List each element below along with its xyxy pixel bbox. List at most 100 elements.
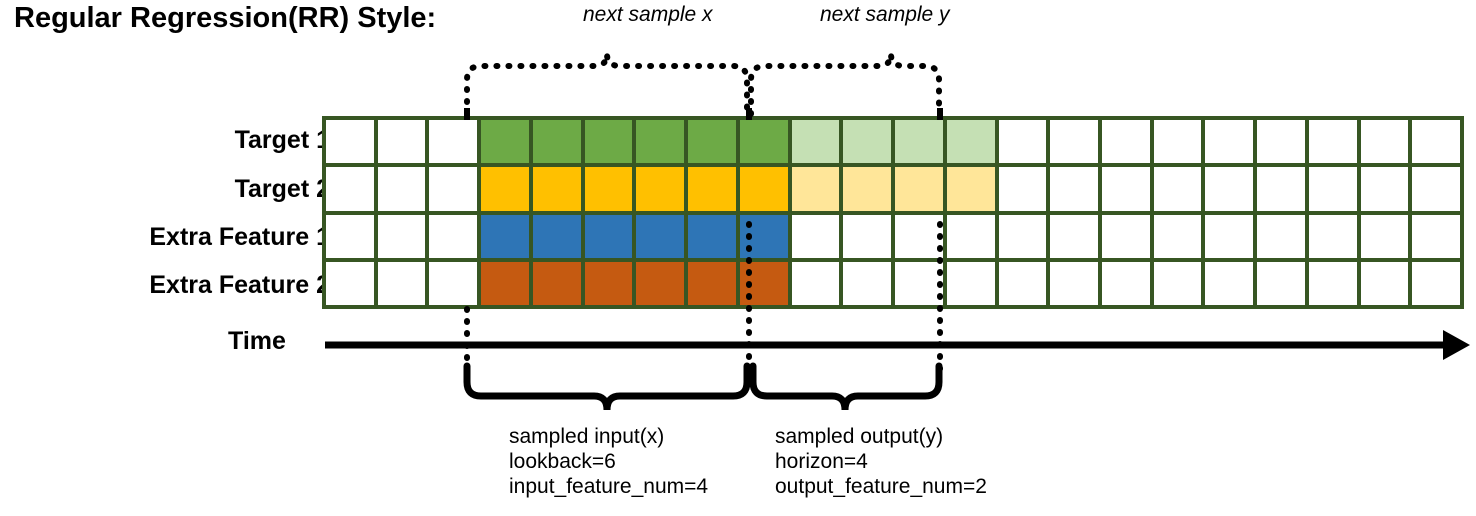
grid-cell xyxy=(843,120,892,164)
grid-cell xyxy=(1050,120,1099,164)
top-brace-x xyxy=(464,53,750,117)
next-sample-x-label: next sample x xyxy=(583,3,713,26)
grid-cell xyxy=(377,214,426,258)
grid-cell xyxy=(377,167,426,211)
grid-cell xyxy=(429,261,478,305)
grid-cell xyxy=(532,214,581,258)
grid-cell xyxy=(1102,214,1150,258)
grid-cell xyxy=(1308,120,1357,164)
grid-cell xyxy=(1153,120,1202,164)
row-label-target-1: Target 1 xyxy=(234,126,330,154)
grid-cell xyxy=(1412,214,1461,258)
grid-cell xyxy=(1153,214,1202,258)
grid-cell xyxy=(377,261,426,305)
grid-cell xyxy=(481,214,529,258)
grid-cell xyxy=(895,120,943,164)
grid-cell xyxy=(481,261,529,305)
grid-cell xyxy=(1257,261,1305,305)
grid-cell xyxy=(584,261,633,305)
sampled-input-caption: sampled input(x) lookback=6 input_featur… xyxy=(509,424,708,499)
row-label-extra-feature-1: Extra Feature 1 xyxy=(149,223,330,251)
grid-cell xyxy=(429,120,478,164)
grid-cell xyxy=(998,120,1047,164)
grid-row xyxy=(326,167,1461,211)
grid-cell xyxy=(1360,167,1409,211)
grid-cell xyxy=(1308,167,1357,211)
grid-cell xyxy=(532,120,581,164)
grid-cell xyxy=(377,120,426,164)
sampled-output-caption: sampled output(y) horizon=4 output_featu… xyxy=(775,424,987,499)
grid-cell xyxy=(584,214,633,258)
grid-cell xyxy=(1102,167,1150,211)
grid-cell xyxy=(946,261,995,305)
grid-cell xyxy=(1360,120,1409,164)
grid-cell xyxy=(326,120,374,164)
grid-cell xyxy=(946,167,995,211)
grid-cell xyxy=(429,167,478,211)
grid-cell xyxy=(1050,261,1099,305)
grid-cell xyxy=(1205,120,1254,164)
grid-cell xyxy=(636,261,685,305)
timeline-grid xyxy=(322,116,1464,309)
sampled-input-line-1: sampled input(x) xyxy=(509,425,665,448)
grid-cell xyxy=(791,214,840,258)
row-label-target-2: Target 2 xyxy=(234,175,330,203)
grid-cell xyxy=(429,214,478,258)
top-brace-y xyxy=(748,53,942,117)
grid-cell xyxy=(1153,167,1202,211)
page-title: Regular Regression(RR) Style: xyxy=(14,2,437,34)
sampled-output-line-3: output_feature_num=2 xyxy=(775,475,987,498)
grid-cell xyxy=(688,167,736,211)
grid-cell xyxy=(584,120,633,164)
grid-cell xyxy=(1050,214,1099,258)
grid-cell xyxy=(998,167,1047,211)
grid-cell xyxy=(1205,261,1254,305)
grid-cell xyxy=(1360,261,1409,305)
sampled-input-line-2: lookback=6 xyxy=(509,450,616,473)
grid-cell xyxy=(1308,214,1357,258)
grid-cell xyxy=(636,167,685,211)
grid-cell xyxy=(1257,214,1305,258)
grid-cell xyxy=(946,214,995,258)
grid-cell xyxy=(481,167,529,211)
row-label-extra-feature-2: Extra Feature 2 xyxy=(149,271,330,299)
grid-cell xyxy=(326,261,374,305)
grid-cell xyxy=(481,120,529,164)
grid-cell xyxy=(1102,120,1150,164)
grid-cell xyxy=(1050,167,1099,211)
time-axis-label: Time xyxy=(228,327,286,355)
grid-cell xyxy=(1205,167,1254,211)
sampled-input-line-3: input_feature_num=4 xyxy=(509,475,709,498)
grid-cell xyxy=(1153,261,1202,305)
grid-cell xyxy=(1205,214,1254,258)
grid-cell xyxy=(895,214,943,258)
grid-cell xyxy=(843,261,892,305)
sampled-output-line-1: sampled output(y) xyxy=(775,425,944,448)
next-sample-y-label: next sample y xyxy=(820,3,950,26)
grid-cell xyxy=(895,167,943,211)
grid-cell xyxy=(1308,261,1357,305)
grid-cell xyxy=(895,261,943,305)
grid-cell xyxy=(791,261,840,305)
grid-cell xyxy=(1412,167,1461,211)
grid-cell xyxy=(791,167,840,211)
grid-cell xyxy=(636,120,685,164)
grid-cell xyxy=(998,214,1047,258)
bottom-brace-output xyxy=(749,362,943,411)
grid-row xyxy=(326,261,1461,305)
grid-cell xyxy=(739,120,788,164)
grid-cell xyxy=(326,167,374,211)
grid-cell xyxy=(532,261,581,305)
grid-cell xyxy=(1412,120,1461,164)
grid-cell xyxy=(584,167,633,211)
grid-cell xyxy=(688,261,736,305)
grid-cell xyxy=(791,120,840,164)
sampled-output-line-2: horizon=4 xyxy=(775,450,868,473)
grid-cell xyxy=(1257,120,1305,164)
grid-cell xyxy=(998,261,1047,305)
grid-cell xyxy=(1257,167,1305,211)
grid-cell xyxy=(532,167,581,211)
grid-cell xyxy=(326,214,374,258)
